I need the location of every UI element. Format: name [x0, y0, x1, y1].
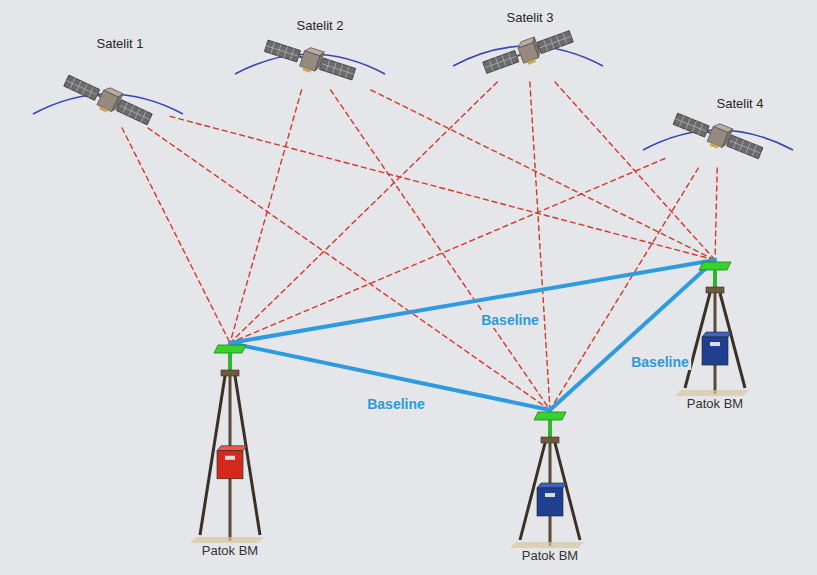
baseline-label: Baseline [479, 312, 541, 328]
signal-ray [715, 168, 717, 260]
signal-ray [230, 90, 302, 343]
tripod-receiver-icon [505, 410, 595, 564]
signal-ray [530, 82, 550, 410]
baseline-line [230, 260, 715, 343]
baseline-label: Baseline [365, 396, 427, 412]
satellite-node: Satelit 2 [255, 18, 375, 90]
signal-ray [331, 90, 550, 410]
satellite-label: Satelit 2 [297, 18, 344, 34]
baseline-line [550, 260, 715, 410]
signal-ray [148, 128, 550, 410]
signal-ray [230, 158, 665, 343]
signal-ray [371, 90, 715, 260]
baseline-label: Baseline [629, 354, 691, 370]
benchmark-label: Patok BM [687, 396, 743, 412]
satellite-node: Satelit 1 [50, 36, 170, 128]
satellite-node: Satelit 4 [665, 96, 785, 168]
signal-ray [550, 168, 698, 410]
benchmark-label: Patok BM [202, 543, 258, 559]
satellite-label: Satelit 3 [507, 10, 554, 26]
benchmark-label: Patok BM [522, 548, 578, 564]
tripod-receiver-icon [185, 343, 275, 559]
receiver-node: Patok BM [670, 260, 760, 412]
signal-ray [170, 116, 715, 260]
satellite-label: Satelit 4 [717, 96, 764, 112]
satellite-node: Satelit 3 [463, 10, 593, 82]
signal-ray [122, 128, 230, 343]
receiver-node: Patok BM [185, 343, 275, 559]
satellite-label: Satelit 1 [97, 36, 144, 52]
tripod-receiver-icon [670, 260, 760, 412]
receiver-node: Patok BM [505, 410, 595, 564]
